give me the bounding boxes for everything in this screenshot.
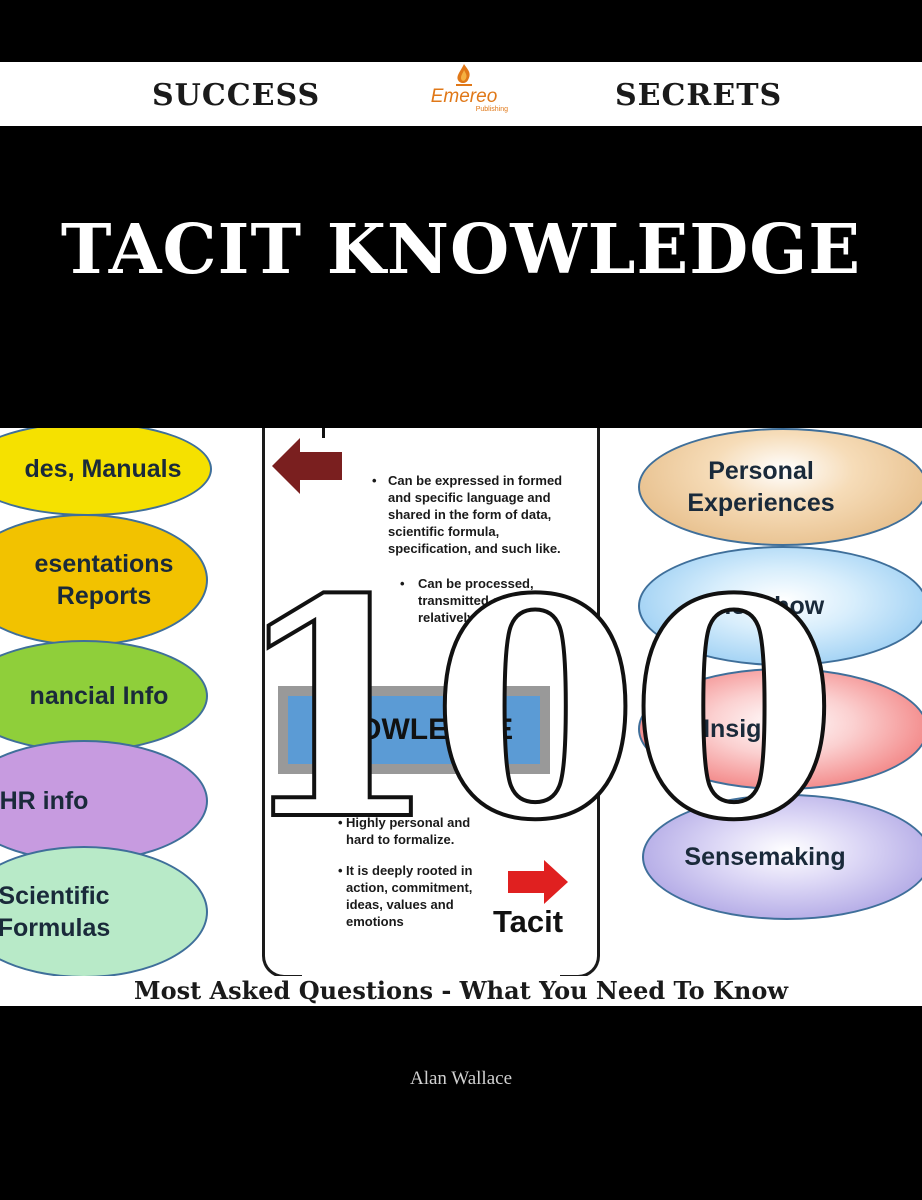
bullet-dot: • xyxy=(338,815,343,830)
oval-label: Scientific Formulas xyxy=(0,881,111,943)
oval-label: Personal Experiences xyxy=(687,456,835,518)
bullet-dot: • xyxy=(400,576,405,591)
bullet-dot: • xyxy=(372,473,377,488)
oval-personal-experiences: Personal Experiences xyxy=(638,428,922,546)
explicit-bullets: • Can be expressed in formed and specifi… xyxy=(372,472,584,626)
oval-insights: Insights xyxy=(638,668,922,790)
oval-guides-manuals: des, Manuals xyxy=(0,428,212,516)
oval-sensemaking: Sensemaking xyxy=(642,794,922,920)
oval-hr-info: HR info xyxy=(0,740,208,862)
oval-label: esentations Reports xyxy=(34,549,174,611)
knowledge-bar: KNOWLEDGE xyxy=(278,686,550,774)
header-band: SUCCESS Emereo Publishing SECRETS xyxy=(0,62,922,126)
oval-presentations-reports: esentations Reports xyxy=(0,514,208,646)
subtitle-band: Most Asked Questions - What You Need To … xyxy=(0,976,922,1006)
oval-label: des, Manuals xyxy=(24,454,182,483)
knowledge-bar-label: KNOWLEDGE xyxy=(288,696,540,764)
arrow-left-icon xyxy=(272,438,342,494)
arrow-right-icon xyxy=(508,860,568,904)
subtitle: Most Asked Questions - What You Need To … xyxy=(134,976,788,1005)
oval-label: Know-how xyxy=(697,591,825,620)
oval-label: Insights xyxy=(703,714,799,743)
bullet-dot: • xyxy=(338,863,343,878)
book-title: TACIT KNOWLEDGE xyxy=(60,210,862,290)
header-left-word: SUCCESS xyxy=(152,78,321,113)
header-right-word: SECRETS xyxy=(615,78,783,113)
left-bracket xyxy=(262,428,302,976)
oval-label: HR info xyxy=(0,786,89,815)
oval-label: Sensemaking xyxy=(684,842,846,871)
right-bracket xyxy=(560,428,600,976)
publisher-logo: Emereo Publishing xyxy=(416,64,512,122)
author-name: Alan Wallace xyxy=(409,1068,513,1089)
logo-subtitle: Publishing xyxy=(475,106,508,113)
oval-financial-info: nancial Info xyxy=(0,640,208,752)
cover-illustration: des, Manuals esentations Reports nancial… xyxy=(0,428,922,976)
tacit-bullets: • Highly personal and hard to formalize.… xyxy=(338,814,488,930)
oval-know-how: Know-how xyxy=(638,546,922,666)
bracket-tick xyxy=(322,428,325,438)
emereo-flame-icon xyxy=(456,64,472,86)
explicit-bullet-1: • Can be expressed in formed and specifi… xyxy=(372,473,563,556)
oval-scientific-formulas: Scientific Formulas xyxy=(0,846,208,976)
oval-label: nancial Info xyxy=(29,681,169,710)
tacit-label: Tacit xyxy=(493,904,564,939)
tacit-bullet-2: • It is deeply rooted in action, commitm… xyxy=(338,863,473,929)
explicit-bullet-2: • Can be processed, transmitted and stor… xyxy=(400,576,559,625)
logo-name: Emereo xyxy=(430,86,498,107)
big-number: 100 xyxy=(230,533,840,886)
tacit-bullet-1: • Highly personal and hard to formalize. xyxy=(338,815,471,847)
